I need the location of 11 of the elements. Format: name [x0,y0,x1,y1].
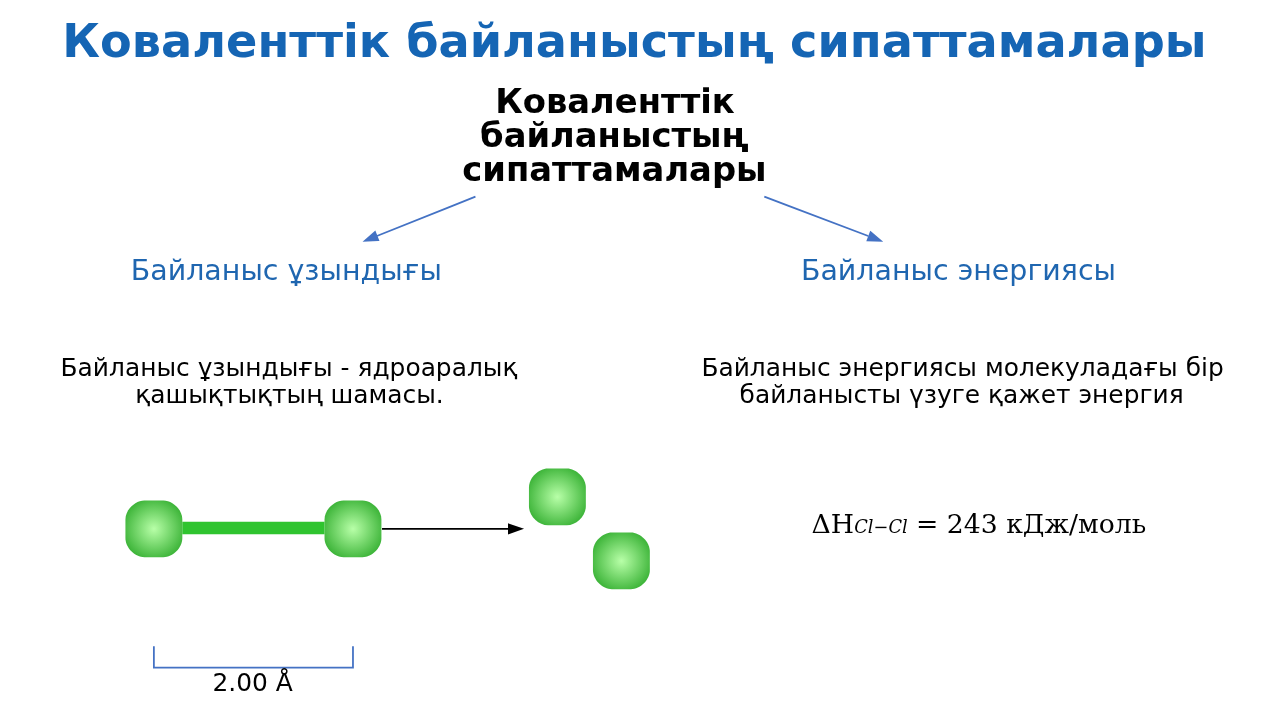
node-text: Байланыс ұзындығы [130,253,442,287]
arrow [380,523,524,535]
node-label: Байланыс ұзындығы - ядроаралық қашықтықтың шамасы. [60,353,517,410]
node-text: Байланыс энергиясы [800,253,1116,287]
diagram-title: Коваленттік байланыстың сипаттамалары [61,14,1206,69]
label: 2.00 Å [212,667,293,697]
node-label: Байланыс энергиясы молекуладағы бір байланысты үзуге қажет энергия [700,353,1224,410]
node-text: Коваленттік байланыстың сипаттамалары [461,82,767,189]
arrow [362,195,476,242]
arrow [762,195,883,242]
label: ΔHCl−Cl = 243 кДж/моль [811,508,1146,540]
